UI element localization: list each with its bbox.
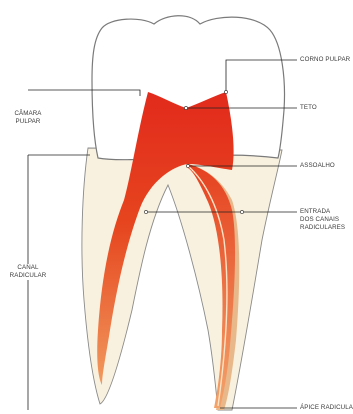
label-entrada-line3: RADICULARES: [300, 224, 345, 232]
dot-corno-pulpar: [224, 90, 227, 93]
label-assoalho: ASSOALHO: [300, 162, 335, 170]
label-apice-radicular: ÁPICE RADICULAR: [300, 404, 353, 412]
label-canal-line2: RADICULAR: [6, 272, 50, 280]
label-entrada-group: ENTRADA DOS CANAIS RADICULARES: [300, 208, 345, 232]
label-canal-group: CANAL RADICULAR: [6, 264, 50, 280]
label-entrada-line2: DOS CANAIS: [300, 216, 345, 224]
label-camara-group: CÂMARA PULPAR: [6, 110, 50, 126]
dot-entrada-right: [240, 210, 243, 213]
dot-entrada-left: [144, 210, 147, 213]
label-camara-line1: CÂMARA: [6, 110, 50, 118]
dot-teto: [184, 106, 187, 109]
label-corno-pulpar: CORNO PULPAR: [300, 56, 350, 64]
label-camara-line2: PULPAR: [6, 118, 50, 126]
dot-assoalho: [186, 164, 189, 167]
label-teto: TETO: [300, 104, 317, 112]
label-entrada-line1: ENTRADA: [300, 208, 345, 216]
label-canal-line1: CANAL: [6, 264, 50, 272]
